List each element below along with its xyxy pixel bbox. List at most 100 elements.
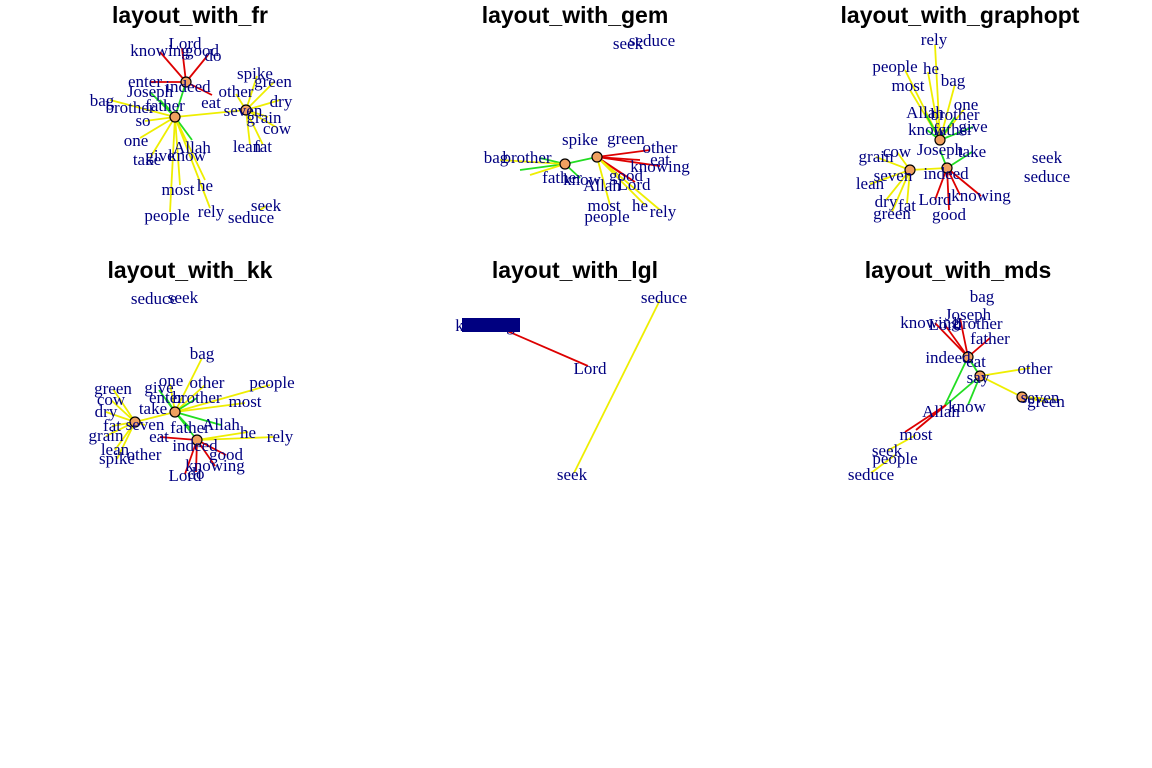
node-label: bag — [90, 91, 115, 110]
graph-edge — [906, 169, 911, 205]
node-label: most — [228, 392, 261, 411]
node-label: dry — [95, 402, 118, 421]
graph-edge — [159, 51, 187, 83]
panel-title-kk: layout_with_kk — [108, 257, 273, 283]
graph-edge — [945, 375, 981, 406]
graph-node — [169, 111, 181, 123]
graph-edge — [875, 156, 911, 171]
graph-edge — [573, 299, 661, 474]
graph-edge — [939, 126, 974, 141]
node-label: take — [139, 399, 167, 418]
node-label: seduce — [228, 208, 274, 227]
node-label: seek — [251, 196, 282, 215]
graph-edge — [909, 167, 948, 171]
node-label: seek — [168, 288, 199, 307]
node-label: seduce — [131, 289, 177, 308]
node-label: enter — [128, 72, 162, 91]
graph-edge — [927, 71, 941, 141]
node-label: Allah — [173, 138, 211, 157]
graph-edge — [245, 109, 277, 128]
graph-edge — [596, 156, 661, 167]
node-label: give — [144, 378, 173, 397]
graph-edge — [886, 434, 917, 452]
node-label: father — [542, 168, 582, 187]
node-label: father — [145, 96, 185, 115]
node-label: know — [948, 397, 987, 416]
node-label: other — [190, 373, 225, 392]
graph-edge — [891, 169, 911, 213]
graph-node — [904, 164, 916, 176]
node-label: brother — [172, 388, 221, 407]
graph-node — [1016, 391, 1028, 403]
panel-title-graphopt: layout_with_graphopt — [841, 2, 1080, 28]
node-label: most — [587, 196, 620, 215]
panel-title-gem: layout_with_gem — [482, 2, 669, 28]
graph-edge — [196, 431, 249, 441]
node-label: most — [899, 425, 932, 444]
node-label: knowing — [951, 186, 1011, 205]
graph-node — [169, 406, 181, 418]
node-label: people — [872, 57, 917, 76]
graph-edge — [245, 81, 275, 111]
graph-edge — [174, 357, 203, 413]
graph-edge — [529, 163, 566, 176]
graph-edge — [946, 167, 982, 197]
graph-node — [934, 134, 946, 146]
node-label: green — [254, 72, 292, 91]
graph-edge — [869, 169, 911, 185]
node-label: father — [970, 329, 1010, 348]
node-label: spike — [237, 64, 273, 83]
node-label: eat — [149, 427, 169, 446]
node-label: indeed — [925, 348, 971, 367]
graph-edge — [259, 205, 267, 211]
graph-edge — [245, 99, 281, 111]
node-label: take — [133, 150, 161, 169]
node-label: most — [891, 76, 924, 95]
node-label: bag — [941, 71, 966, 90]
node-label: Joseph — [945, 305, 992, 324]
graph-edge — [934, 167, 948, 201]
node-label: bag — [484, 148, 509, 167]
node-label: cow — [883, 142, 912, 161]
graph-edge — [159, 436, 198, 441]
graph-edge — [174, 384, 271, 413]
node-label: he — [240, 423, 256, 442]
node-label: enter — [149, 388, 183, 407]
graph-edge — [904, 404, 947, 433]
node-label: green — [94, 379, 132, 398]
node-label: he — [923, 59, 939, 78]
node-label: people — [872, 449, 917, 468]
graph-edge — [174, 81, 187, 118]
node-label: take — [958, 142, 986, 161]
panel-title-fr: layout_with_fr — [112, 2, 268, 28]
node-label: knowing — [185, 456, 245, 475]
graph-edge — [946, 167, 950, 211]
node-label: indeed — [165, 77, 211, 96]
node-label: Lord — [617, 175, 651, 194]
node-label: father — [170, 418, 210, 437]
node-label: do — [205, 46, 222, 65]
graph-node — [941, 162, 953, 174]
node-label: knowing — [900, 313, 960, 332]
node-label: other — [643, 138, 678, 157]
graph-edge — [174, 411, 222, 426]
graph-edge — [112, 388, 136, 423]
node-label: fat — [898, 196, 916, 215]
graph-edge — [934, 44, 941, 141]
node-label: other — [127, 445, 162, 464]
graph-edge — [174, 411, 198, 441]
node-label: rely — [198, 202, 225, 221]
graph-edge — [174, 116, 211, 209]
node-label: eat — [966, 352, 986, 371]
node-label: seduce — [629, 31, 675, 50]
lgl-cluster-blob — [462, 318, 520, 332]
node-label: dry — [875, 192, 898, 211]
node-label: give — [958, 117, 987, 136]
graph-edge — [139, 116, 176, 139]
node-label: brother — [502, 148, 551, 167]
node-label: know — [168, 146, 207, 165]
panel-title-lgl: layout_with_lgl — [492, 257, 658, 283]
node-label: people — [144, 206, 189, 225]
graph-edge — [174, 384, 206, 413]
